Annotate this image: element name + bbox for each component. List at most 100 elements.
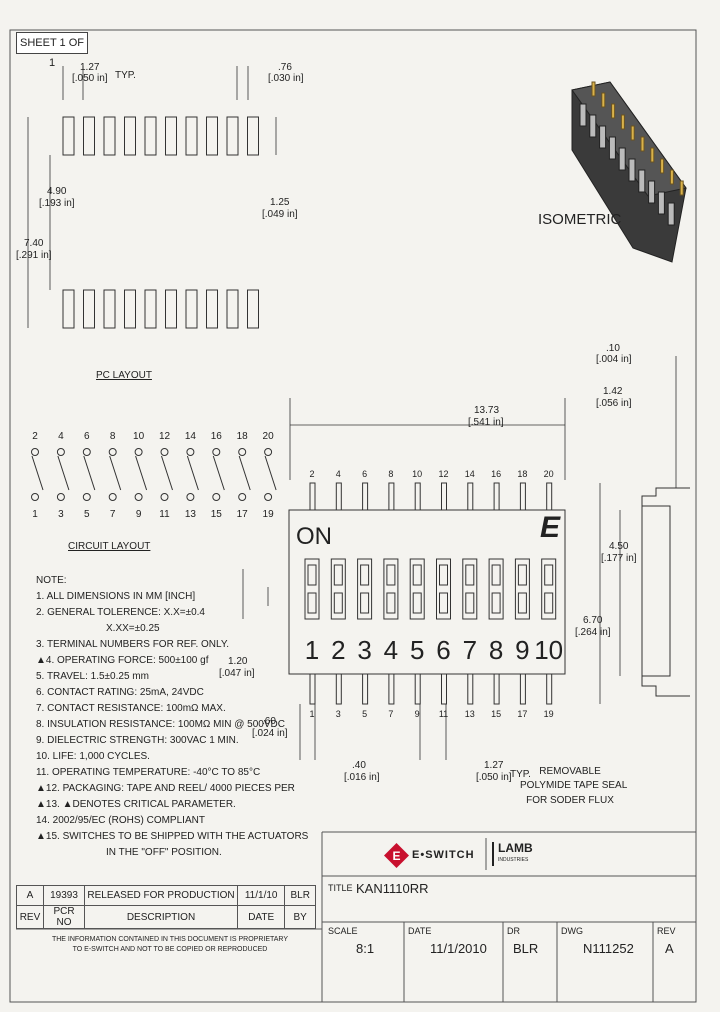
circuit-contact-bottom [186, 493, 195, 501]
circuit-top-number: 14 [184, 431, 196, 442]
pc-pad-top [144, 116, 157, 156]
isometric-label: ISOMETRIC [538, 211, 622, 228]
circuit-top-number: 18 [236, 431, 248, 442]
switch-top-pin-number: 4 [335, 469, 341, 479]
switch-top-lead [309, 482, 316, 511]
disclaimer-2: TO E-SWITCH AND NOT TO BE COPIED OR REPR… [72, 946, 268, 953]
switch-position-number: 5 [409, 635, 425, 665]
iso-gold-lead [630, 125, 635, 141]
switch-actuator-slot [357, 558, 373, 620]
pc-pad-top [165, 116, 177, 156]
circuit-switch-lever [238, 455, 251, 491]
circuit-top-number: 16 [210, 431, 222, 442]
circuit-contact-top [160, 448, 169, 456]
pc-pad-bottom [226, 289, 239, 329]
rev-label: REV [657, 926, 676, 936]
note-item: ▲15. SWITCHES TO BE SHIPPED WITH THE ACT… [36, 831, 309, 842]
circuit-bottom-number: 19 [262, 509, 274, 520]
circuit-bottom-number: 17 [236, 509, 248, 520]
note-item: IN THE "OFF" POSITION. [106, 847, 222, 858]
dim-act-in: [.047 in] [219, 668, 255, 679]
dim-leadlen-mm: .60 [262, 716, 276, 727]
iso-actuator [618, 147, 626, 171]
iso-actuator [648, 180, 656, 204]
dim-act-mm: 1.20 [228, 656, 248, 667]
title-label: TITLE [328, 883, 353, 893]
circuit-switch-lever [31, 455, 44, 491]
switch-top-pin-number: 14 [464, 469, 475, 479]
note-item: 1. ALL DIMENSIONS IN MM [INCH] [36, 591, 196, 602]
circuit-top-number: 6 [84, 431, 90, 442]
switch-top-pin-number: 6 [362, 469, 368, 479]
switch-actuator [333, 564, 343, 586]
switch-top-lead [519, 482, 526, 511]
circuit-contact-bottom [134, 493, 143, 501]
isometric-view [571, 81, 687, 263]
switch-actuator-off [544, 592, 554, 614]
iso-actuator [599, 125, 607, 149]
date-header: DATE [236, 905, 286, 929]
switch-bottom-lead [441, 673, 447, 705]
circuit-switch-lever [212, 455, 225, 491]
side-lead-top [641, 487, 690, 506]
switch-bottom-pin-number: 9 [414, 709, 420, 719]
tape-note-3: FOR SODER FLUX [526, 795, 614, 806]
switch-top-lead [546, 482, 553, 511]
dim-leadw-mm: .40 [352, 760, 366, 771]
circuit-contact-top [31, 448, 39, 456]
iso-actuator [608, 136, 616, 160]
switch-actuator [439, 564, 448, 586]
dim-leadlen-in: [.024 in] [252, 728, 288, 739]
dim-leadoff-in: [.056 in] [596, 398, 632, 409]
pc-layout-label: PC LAYOUT [96, 370, 152, 381]
switch-actuator-off [412, 592, 422, 614]
circuit-bottom-number: 3 [58, 509, 64, 520]
dim-padgap-in: [.193 in] [39, 198, 75, 209]
dim-pitch-in: [.050 in] [72, 73, 108, 84]
dim-height-mm: 4.50 [609, 541, 629, 552]
circuit-bottom-number: 1 [32, 509, 38, 520]
switch-position-number: 8 [488, 635, 504, 665]
pc-pad-bottom [144, 289, 157, 329]
switch-bottom-lead [335, 673, 342, 705]
switch-actuator-slot [514, 558, 530, 620]
switch-actuator-off [491, 592, 501, 614]
circuit-contact-top [264, 448, 273, 456]
rev-cell: A [16, 885, 44, 906]
circuit-switch-lever [57, 455, 70, 491]
circuit-contact-bottom [108, 493, 117, 501]
switch-actuator [544, 564, 554, 586]
dim-padlen-in: [.049 in] [262, 209, 298, 220]
switch-top-lead [493, 482, 500, 511]
switch-actuator-off [386, 592, 396, 614]
svg-text:E: E [392, 849, 400, 863]
notes-block: NOTE: 1. ALL DIMENSIONS IN MM [INCH]2. G… [36, 573, 308, 861]
iso-actuator [579, 103, 587, 127]
switch-bottom-pin-number: 5 [362, 709, 368, 719]
date-cell: 11/1/10 [236, 885, 286, 906]
tape-note-2: POLYMIDE TAPE SEAL [520, 780, 628, 791]
note-item: ▲4. OPERATING FORCE: 500±100 gf [36, 655, 209, 666]
dim-width-in: [.264 in] [575, 627, 611, 638]
iso-gold-lead [601, 92, 606, 108]
circuit-bottom-number: 5 [84, 509, 90, 520]
iso-gold-lead [591, 81, 596, 97]
switch-front-view [288, 482, 566, 705]
switch-actuator [465, 564, 475, 586]
switch-position-number: 2 [331, 635, 346, 665]
switch-actuator-slot [462, 558, 478, 620]
switch-bottom-pin-number: 7 [388, 709, 394, 719]
circuit-switch-lever [135, 455, 148, 491]
note-item: ▲12. PACKAGING: TAPE AND REEL/ 4000 PIEC… [36, 783, 295, 794]
switch-actuator [517, 564, 527, 586]
circuit-top-number: 4 [58, 431, 64, 442]
dim-leadt-mm: .10 [606, 343, 620, 354]
circuit-layout-label: CIRCUIT LAYOUT [68, 541, 151, 552]
circuit-contact-bottom [82, 493, 91, 501]
circuit-bottom-number: 13 [184, 509, 196, 520]
switch-top-lead [362, 482, 369, 511]
switch-position-number: 7 [462, 635, 478, 665]
dim-leadt-in: [.004 in] [596, 354, 632, 365]
iso-actuator [628, 158, 636, 182]
pc-pad-bottom [103, 289, 116, 329]
